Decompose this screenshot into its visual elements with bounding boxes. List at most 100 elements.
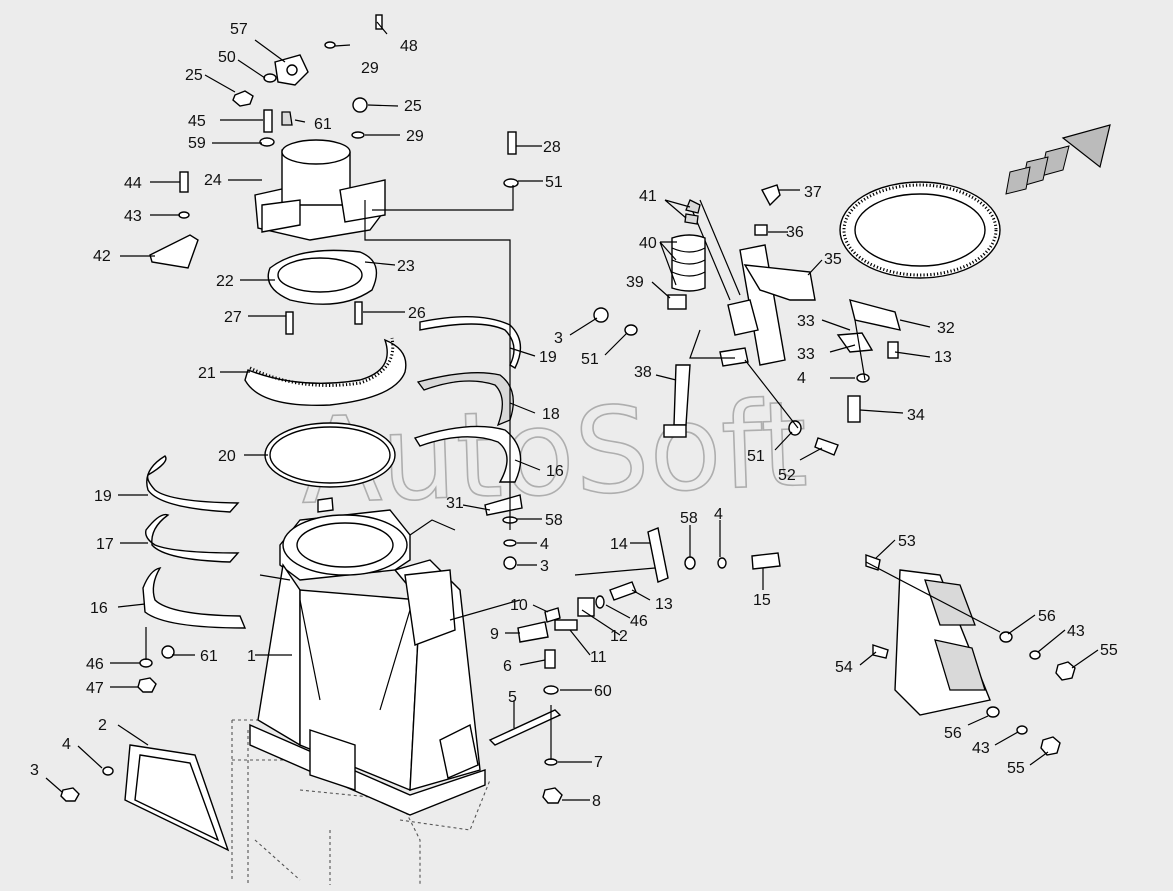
- label-4: 4: [797, 370, 806, 387]
- label-1: 1: [247, 648, 256, 665]
- label-61: 61: [200, 648, 218, 665]
- label-25: 25: [185, 67, 203, 84]
- label-15: 15: [753, 592, 771, 609]
- label-61: 61: [314, 116, 332, 133]
- flange-57: [274, 54, 309, 86]
- label-41: 41: [639, 188, 657, 205]
- label-3: 3: [30, 762, 39, 779]
- ring-23-22: [267, 249, 378, 305]
- gear-ring-21: [244, 337, 407, 406]
- label-19: 19: [539, 349, 557, 366]
- label-33: 33: [797, 346, 815, 363]
- part-labels: 48 29 57 50 25 25 29 45 61 59 44 24 43 4…: [30, 21, 1118, 810]
- label-43: 43: [1067, 623, 1085, 640]
- label-34: 34: [907, 407, 925, 424]
- label-33: 33: [797, 313, 815, 330]
- mount-bracket: [894, 569, 991, 716]
- label-11: 11: [590, 649, 607, 666]
- label-45: 45: [188, 113, 206, 130]
- fasteners: [60, 14, 1076, 804]
- label-54: 54: [835, 659, 853, 676]
- label-29: 29: [361, 60, 379, 77]
- label-23: 23: [397, 258, 415, 275]
- label-4: 4: [540, 536, 549, 553]
- label-60: 60: [594, 683, 612, 700]
- label-18: 18: [542, 406, 560, 423]
- label-29: 29: [406, 128, 424, 145]
- label-4: 4: [62, 736, 71, 753]
- label-3: 3: [540, 558, 549, 575]
- label-14: 14: [610, 536, 628, 553]
- chassis-outline: [231, 719, 491, 885]
- label-51: 51: [581, 351, 599, 368]
- leader-lines: [45, 21, 1099, 801]
- segment-32: [836, 299, 901, 353]
- assembly-lines: [145, 185, 1001, 760]
- label-17: 17: [96, 536, 114, 553]
- direction-arrow-icon: [1005, 124, 1111, 195]
- label-22: 22: [216, 273, 234, 290]
- label-3: 3: [554, 330, 563, 347]
- label-26: 26: [408, 305, 426, 322]
- lever-14: [647, 527, 669, 583]
- label-25: 25: [404, 98, 422, 115]
- label-36: 36: [786, 224, 804, 241]
- link-5: [488, 709, 562, 746]
- label-6: 6: [503, 658, 512, 675]
- label-58: 58: [545, 512, 563, 529]
- label-28: 28: [543, 139, 561, 156]
- half-rings-right: [413, 316, 522, 483]
- label-56: 56: [944, 725, 962, 742]
- label-13: 13: [655, 596, 673, 613]
- rod-38: [663, 364, 691, 438]
- label-57: 57: [230, 21, 248, 38]
- column-housing: [249, 497, 486, 816]
- label-2: 2: [98, 717, 107, 734]
- label-16: 16: [546, 463, 564, 480]
- label-8: 8: [592, 793, 601, 810]
- lever-assembly: [689, 199, 816, 367]
- label-39: 39: [626, 274, 644, 291]
- label-44: 44: [124, 175, 142, 192]
- label-46: 46: [86, 656, 104, 673]
- half-rings-left: [142, 455, 247, 629]
- seal-ring-20: [264, 422, 396, 488]
- label-58: 58: [680, 510, 698, 527]
- label-46: 46: [630, 613, 648, 630]
- label-31: 31: [446, 495, 464, 512]
- label-42: 42: [93, 248, 111, 265]
- bracket-9: [517, 621, 549, 643]
- label-37: 37: [804, 184, 822, 201]
- gear-ring-32: [839, 181, 1001, 279]
- label-7: 7: [594, 754, 603, 771]
- bolt-34: [847, 395, 861, 423]
- label-59: 59: [188, 135, 206, 152]
- label-16: 16: [90, 600, 108, 617]
- label-38: 38: [634, 364, 652, 381]
- side-plate: [124, 744, 230, 852]
- label-43: 43: [124, 208, 142, 225]
- label-5: 5: [508, 689, 517, 706]
- label-53: 53: [898, 533, 916, 550]
- label-55: 55: [1100, 642, 1118, 659]
- label-35: 35: [824, 251, 842, 268]
- label-19: 19: [94, 488, 112, 505]
- label-24: 24: [204, 172, 222, 189]
- label-21: 21: [198, 365, 216, 382]
- label-47: 47: [86, 680, 104, 697]
- label-27: 27: [224, 309, 242, 326]
- label-51: 51: [747, 448, 765, 465]
- swivel-housing: [254, 139, 386, 241]
- label-4: 4: [714, 506, 723, 523]
- label-52: 52: [778, 467, 796, 484]
- label-55: 55: [1007, 760, 1025, 777]
- spring-40: [667, 234, 706, 310]
- label-48: 48: [400, 38, 418, 55]
- label-13: 13: [934, 349, 952, 366]
- label-9: 9: [490, 626, 499, 643]
- label-40: 40: [639, 235, 657, 252]
- label-20: 20: [218, 448, 236, 465]
- label-12: 12: [610, 628, 628, 645]
